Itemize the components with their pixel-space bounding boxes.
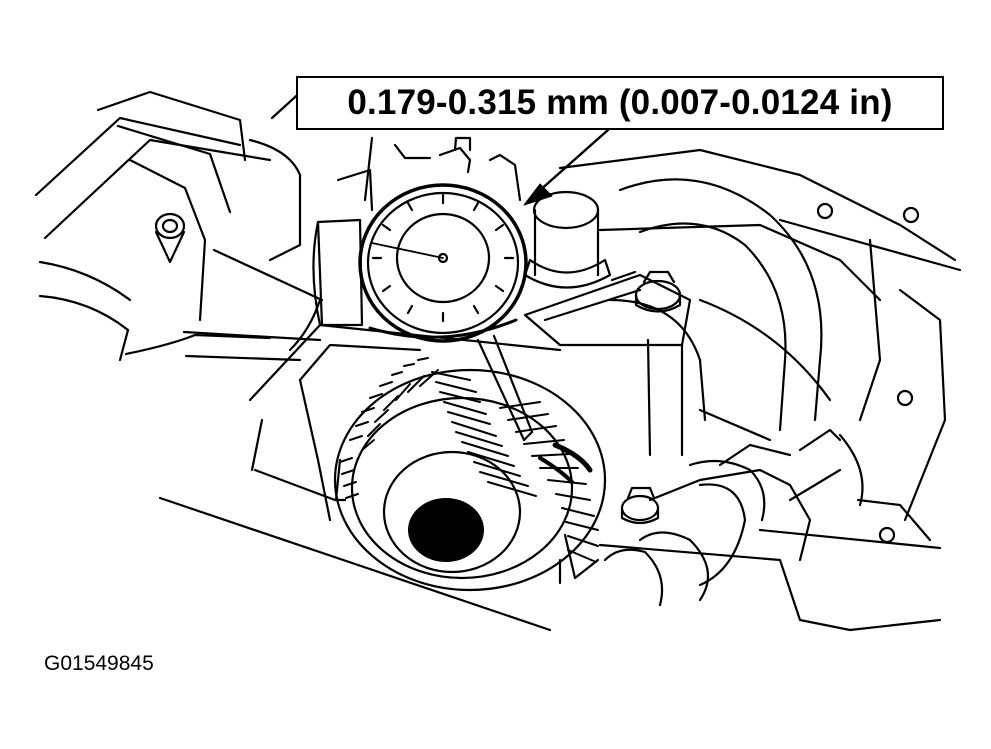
dial-indicator-gauge [358, 183, 528, 343]
dial-plunger [476, 334, 534, 442]
backlash-spec-text: 0.179-0.315 mm (0.007-0.0124 in) [347, 83, 893, 122]
dial-needle [371, 242, 444, 259]
shift-fork [608, 178, 823, 432]
backlash-spec-callout: 0.179-0.315 mm (0.007-0.0124 in) [296, 76, 944, 130]
indicator-bracket [523, 270, 692, 457]
lower-right-components [603, 428, 842, 607]
bracket-bolt [634, 270, 682, 313]
helical-gear [333, 368, 607, 592]
callout-leader-arrow [523, 128, 610, 206]
left-bolt [154, 212, 186, 264]
left-housing [34, 86, 324, 362]
gear-teeth [339, 357, 599, 563]
figure-id-label: G01549845 [44, 652, 154, 675]
transmission-case [158, 298, 942, 632]
right-housing [558, 148, 962, 544]
dial-clamp [312, 136, 522, 327]
indicator-post [523, 190, 612, 289]
